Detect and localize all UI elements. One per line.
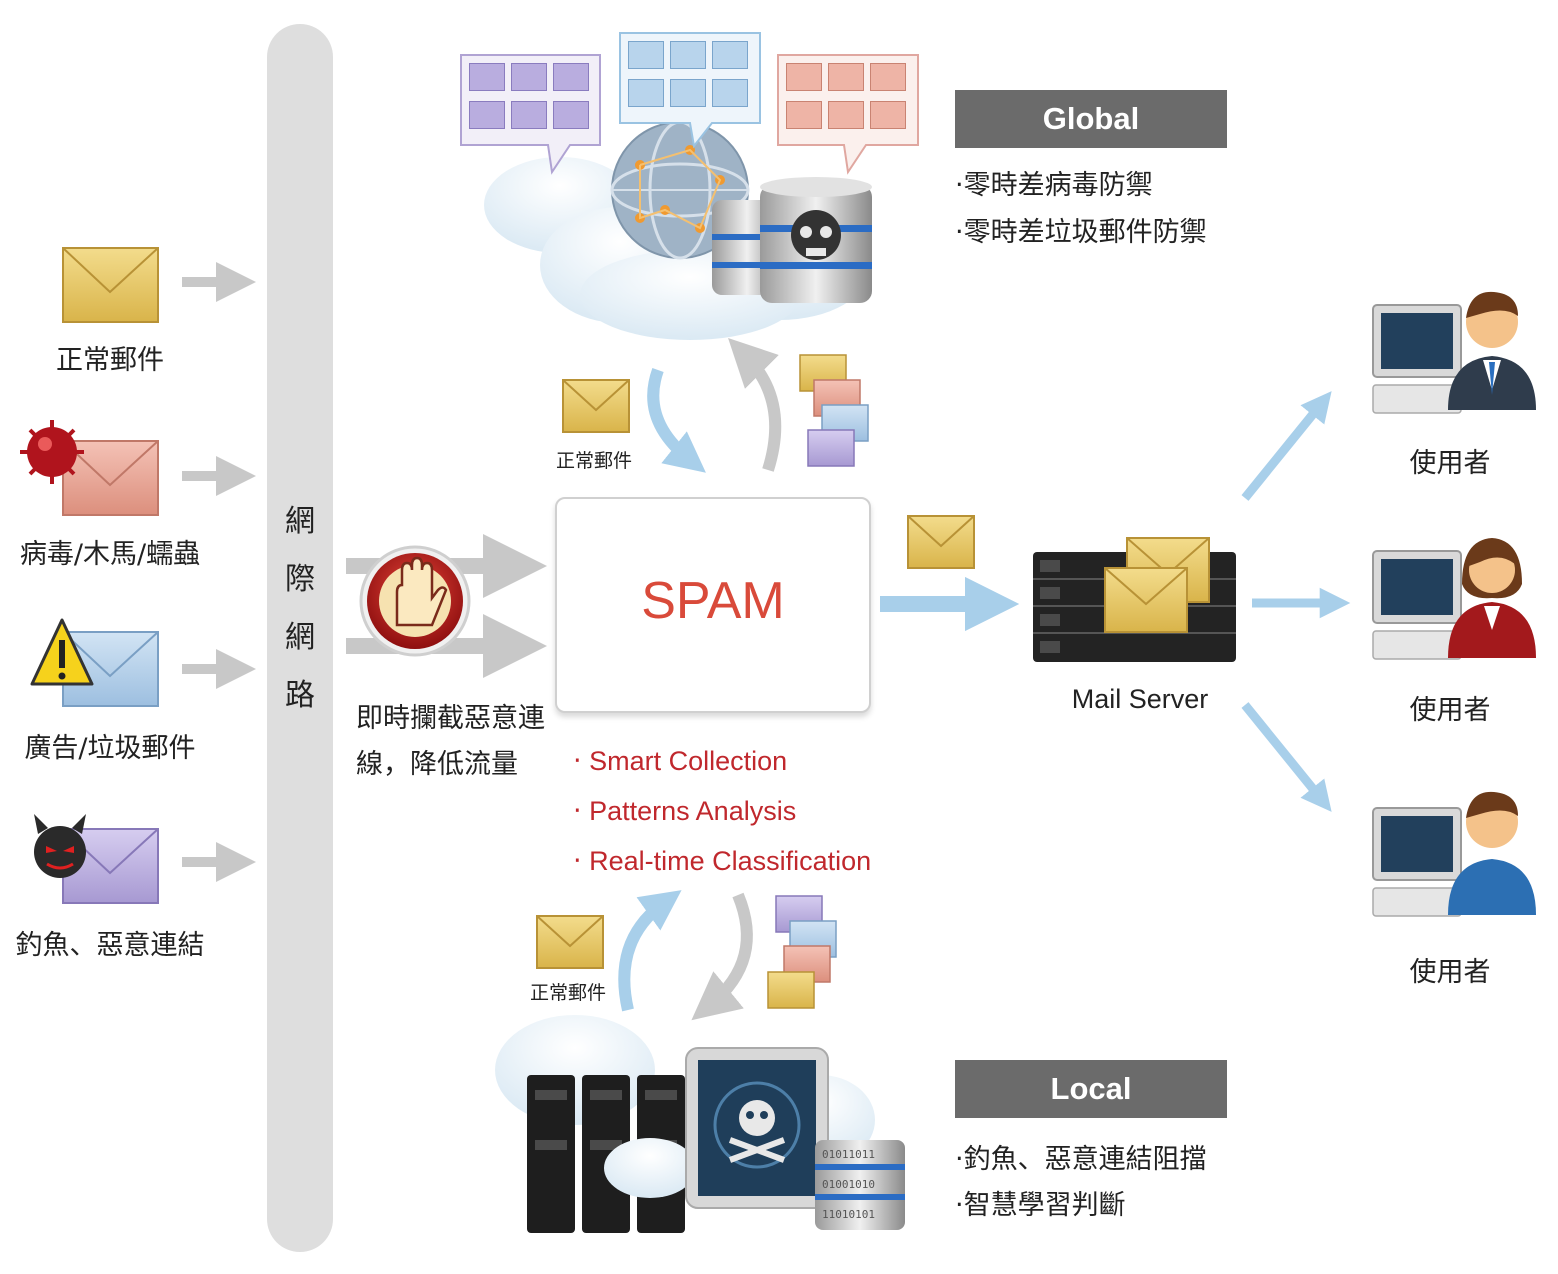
global-item-text: 零時差垃圾郵件防禦 xyxy=(963,217,1207,248)
local-item-text: 釣魚、惡意連結阻擋 xyxy=(963,1144,1207,1175)
mini-envelope-icon xyxy=(712,41,748,69)
mini-envelope-icon xyxy=(511,101,547,129)
mini-envelope-icon xyxy=(712,79,748,107)
block-caption-line-1: 即時攔截惡意連 xyxy=(356,703,545,734)
svg-text:01001010: 01001010 xyxy=(822,1178,875,1191)
internet-char-4: 路 xyxy=(285,678,315,713)
warning-envelope-icon xyxy=(30,618,159,707)
feature-bullet: ‧ xyxy=(573,846,582,876)
feature-bullet: ‧ xyxy=(573,796,582,826)
mini-envelope-icon xyxy=(670,79,706,107)
local-bullet: ‧ xyxy=(955,1144,964,1175)
mail-type-label-ads: 廣告/垃圾郵件 xyxy=(24,733,196,764)
internet-char-2: 際 xyxy=(285,562,315,597)
mail-server-icon xyxy=(1033,537,1236,662)
mini-envelope-icon xyxy=(628,41,664,69)
user-1-icon xyxy=(1372,291,1536,414)
local-banner: Local xyxy=(955,1060,1227,1118)
mixed-mail-stack-top-icon xyxy=(799,354,869,467)
feature-text: Patterns Analysis xyxy=(589,796,797,826)
cycle-arrow-bottom-gray xyxy=(691,892,753,1021)
mini-envelope-icon xyxy=(828,63,864,91)
user-2-icon xyxy=(1372,538,1536,660)
local-item: ‧智慧學習判斷 xyxy=(955,1183,1207,1229)
cycle-arrow-bottom-blue xyxy=(618,890,682,1012)
internet-bar xyxy=(267,24,333,1252)
local-item: ‧釣魚、惡意連結阻擋 xyxy=(955,1137,1207,1183)
global-bullet: ‧ xyxy=(955,170,964,201)
mail-server-label: Mail Server xyxy=(1071,684,1209,714)
mail-type-label-phishing: 釣魚、惡意連結 xyxy=(15,930,205,961)
block-caption: 即時攔截惡意連 線，降低流量 xyxy=(356,696,545,788)
arrow-to-user-3 xyxy=(1241,702,1332,812)
mini-envelope-icon xyxy=(670,41,706,69)
svg-text:01011011: 01011011 xyxy=(822,1148,875,1161)
cycle-arrow-top-gray xyxy=(728,338,782,472)
mini-envelope-icon xyxy=(628,79,664,107)
local-item-text: 智慧學習判斷 xyxy=(963,1190,1126,1221)
global-bullet: ‧ xyxy=(955,217,964,248)
mini-envelope-icon xyxy=(553,101,589,129)
envelope-yellow-icon xyxy=(62,247,159,323)
user-label-1: 使用者 xyxy=(1409,448,1491,479)
normal-mail-envelope-bottom-icon xyxy=(536,915,604,969)
user-label-3: 使用者 xyxy=(1409,957,1491,988)
global-item: ‧零時差病毒防禦 xyxy=(955,162,1207,209)
feature-item: ‧ Real-time Classification xyxy=(573,836,871,886)
mini-envelope-icon xyxy=(469,63,505,91)
cycle-bottom-label: 正常郵件 xyxy=(530,982,607,1004)
normal-mail-envelope-top-icon xyxy=(562,379,630,433)
local-list: ‧釣魚、惡意連結阻擋 ‧智慧學習判斷 xyxy=(955,1137,1207,1229)
clean-mail-envelope-icon xyxy=(907,515,975,569)
local-servers-illustration: 01011011 01001010 11010101 xyxy=(495,1015,905,1233)
feature-text: Smart Collection xyxy=(589,746,788,776)
user-3-icon xyxy=(1372,791,1536,917)
mixed-mail-stack-bottom-icon xyxy=(767,895,837,1009)
global-item: ‧零時差垃圾郵件防禦 xyxy=(955,209,1207,256)
user-label-2: 使用者 xyxy=(1409,695,1491,726)
mail-type-label-virus: 病毒/木馬/蠕蟲 xyxy=(19,539,201,570)
mail-type-label-normal: 正常郵件 xyxy=(56,345,164,376)
mini-envelope-icon xyxy=(870,63,906,91)
global-item-text: 零時差病毒防禦 xyxy=(963,170,1153,201)
mini-envelope-icon xyxy=(828,101,864,129)
mini-envelope-icon xyxy=(469,101,505,129)
local-bullet: ‧ xyxy=(955,1190,964,1221)
cycle-arrow-top-blue xyxy=(647,367,706,473)
mini-envelope-icon xyxy=(786,101,822,129)
global-banner: Global xyxy=(955,90,1227,148)
devil-envelope-icon xyxy=(34,814,159,904)
feature-item: ‧ Patterns Analysis xyxy=(573,786,871,836)
feature-item: ‧ Smart Collection xyxy=(573,736,871,786)
internet-char-1: 網 xyxy=(285,504,315,539)
feature-bullet: ‧ xyxy=(573,746,582,776)
spam-title: SPAM xyxy=(641,572,785,630)
virus-envelope-icon xyxy=(20,420,159,516)
mini-envelope-icon xyxy=(511,63,547,91)
arrow-to-user-1 xyxy=(1241,391,1332,501)
mini-envelope-icon xyxy=(786,63,822,91)
mini-envelope-icon xyxy=(870,101,906,129)
spam-filter-box: SPAM xyxy=(555,497,871,713)
mini-envelope-icon xyxy=(553,63,589,91)
global-list: ‧零時差病毒防禦 ‧零時差垃圾郵件防禦 xyxy=(955,162,1207,256)
svg-text:11010101: 11010101 xyxy=(822,1208,875,1221)
stop-hand-icon xyxy=(359,545,471,657)
cycle-top-label: 正常郵件 xyxy=(556,450,633,472)
feature-list: ‧ Smart Collection ‧ Patterns Analysis ‧… xyxy=(573,736,871,886)
block-caption-line-2: 線，降低流量 xyxy=(356,749,518,780)
feature-text: Real-time Classification xyxy=(589,846,872,876)
internet-char-3: 網 xyxy=(285,620,315,655)
